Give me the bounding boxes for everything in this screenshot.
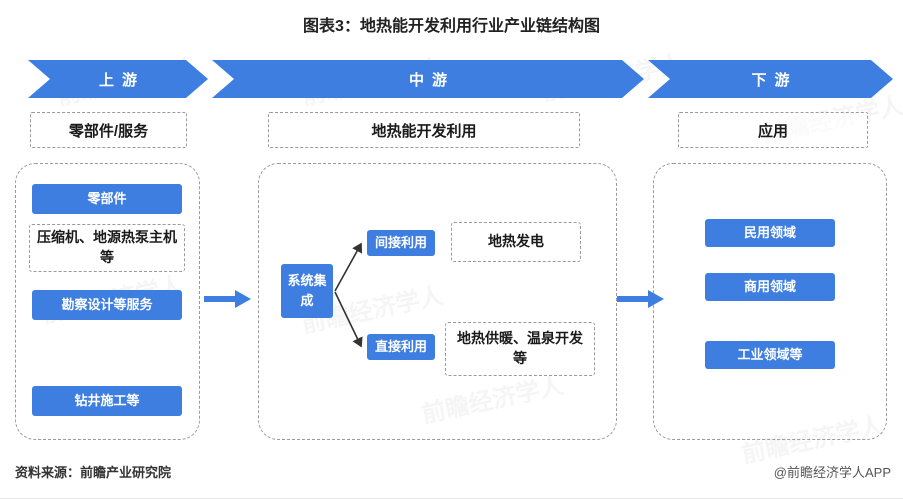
upstream-container: 零部件 压缩机、地源热泵主机等 勘察设计等服务 钻井施工等 (15, 163, 200, 440)
banner-downstream: 下游 (648, 60, 893, 98)
item-survey-design: 勘察设计等服务 (32, 290, 182, 320)
node-system-integration: 系统集成 (281, 264, 333, 318)
banner-upstream: 上游 (28, 60, 208, 98)
item-industrial-field: 工业领域等 (705, 341, 835, 369)
item-drilling: 钻井施工等 (32, 386, 182, 416)
header-geothermal-development: 地热能开发利用 (268, 112, 580, 148)
banner-midstream: 中游 (212, 60, 644, 98)
page-title: 图表3：地热能开发利用行业产业链结构图 (303, 18, 600, 35)
banner-midstream-label: 中游 (408, 71, 455, 89)
result-heating-hotspring: 地热供暖、温泉开发等 (445, 322, 595, 376)
header-components-services: 零部件/服务 (30, 112, 187, 148)
banner-downstream-label: 下游 (751, 71, 798, 89)
downstream-container: 民用领域 商用领域 工业领域等 (653, 163, 887, 440)
result-geothermal-power: 地热发电 (451, 222, 581, 262)
tag-indirect-use: 间接利用 (367, 230, 435, 256)
source-note: 资料来源：前瞻产业研究院 (15, 465, 172, 480)
item-civil-field: 民用领域 (705, 219, 835, 247)
header-applications: 应用 (678, 112, 868, 148)
flow-arrow-middle-to-right (617, 290, 664, 308)
banner-upstream-label: 上游 (98, 71, 145, 89)
midstream-container: 系统集成 间接利用 地热发电 直接利用 地热供暖、温泉开发等 (258, 163, 617, 440)
item-compressor-heatpump: 压缩机、地源热泵主机等 (29, 224, 185, 272)
credit-badge: @前瞻经济学人APP (773, 465, 891, 480)
item-commercial-field: 商用领域 (705, 273, 835, 301)
item-components: 零部件 (32, 184, 182, 214)
flow-arrow-left-to-middle (204, 290, 251, 308)
tag-direct-use: 直接利用 (367, 334, 435, 360)
